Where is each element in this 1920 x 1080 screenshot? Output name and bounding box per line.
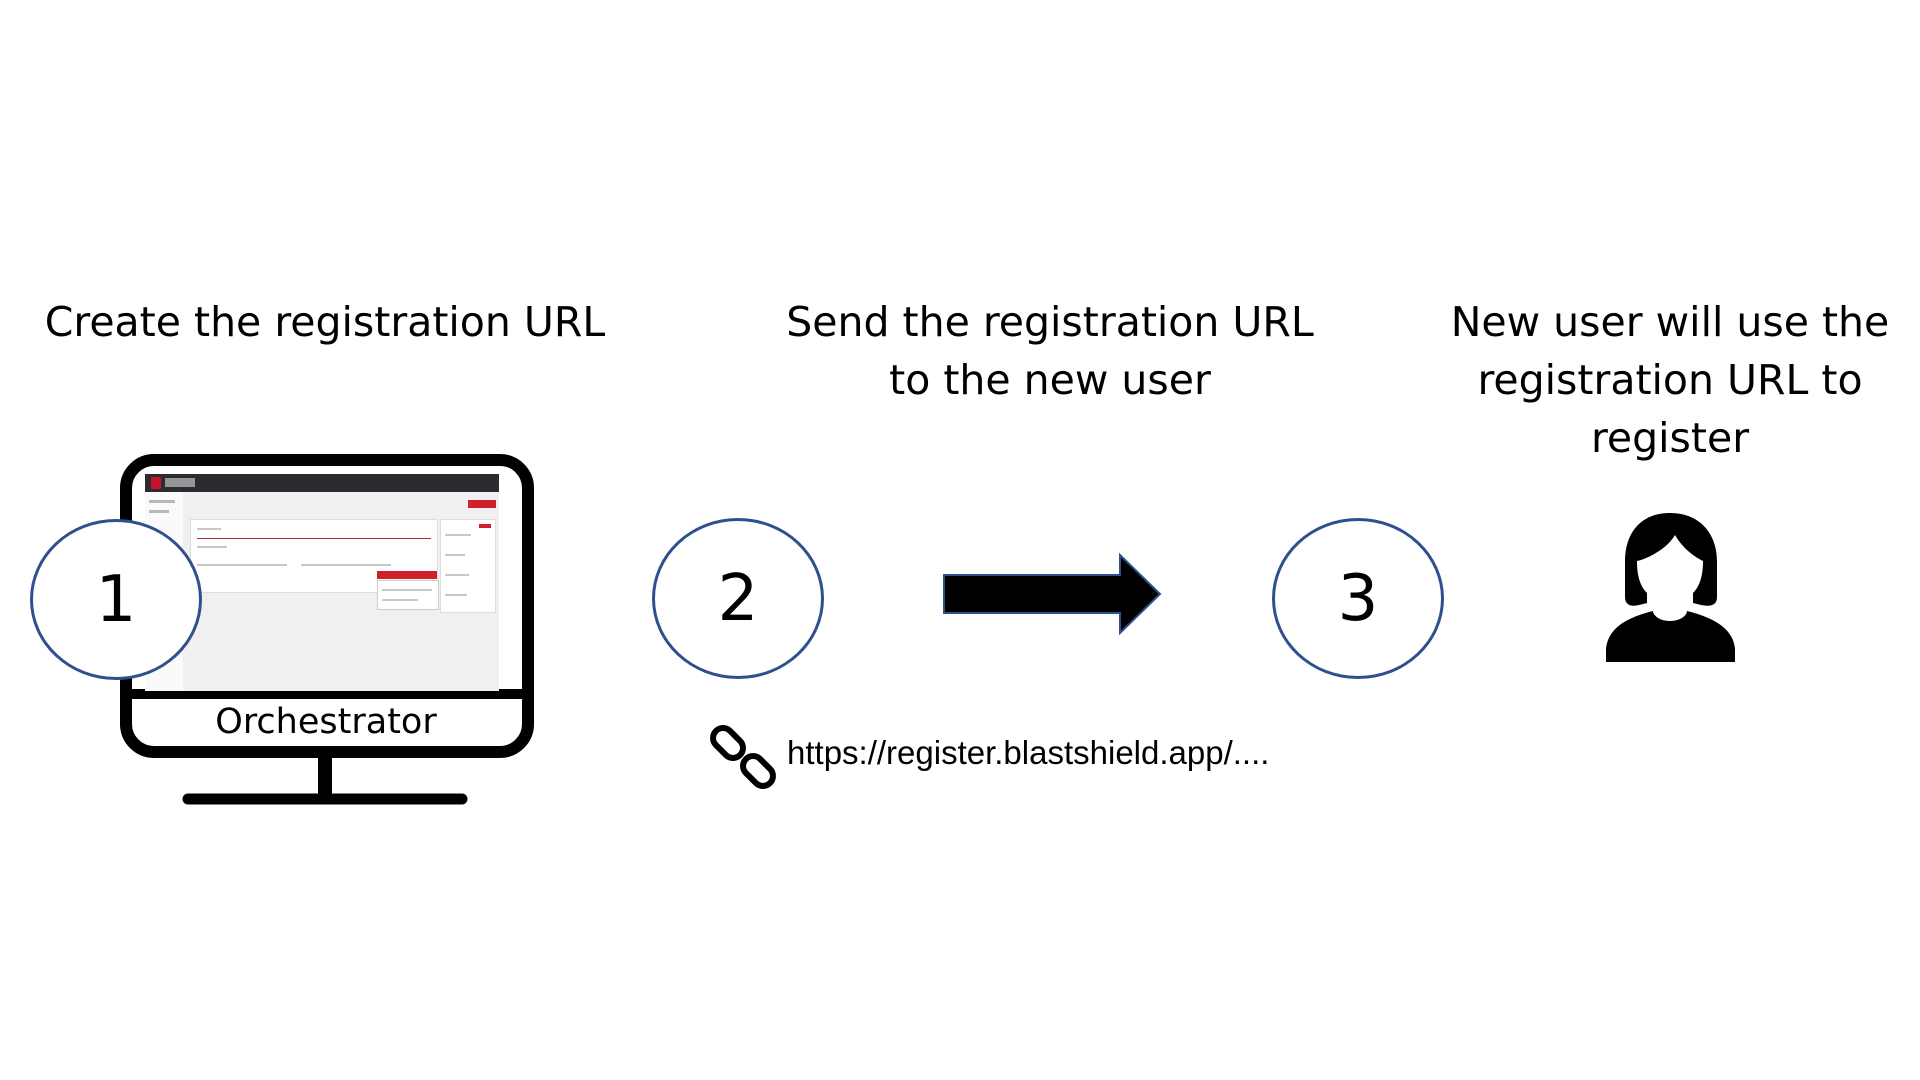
- screen-menu-header: [377, 571, 437, 579]
- arrow-right-icon: [943, 553, 1162, 635]
- screen-topbar: [145, 474, 499, 492]
- step-3-caption: New user will use the registration URL t…: [1450, 298, 1890, 462]
- app-logo-icon: [151, 477, 161, 489]
- monitor-label: Orchestrator: [215, 702, 437, 742]
- step-1-caption: Create the registration URL: [44, 298, 606, 346]
- step-3-circle: 3: [1272, 518, 1444, 679]
- link-chain-icon: [710, 725, 776, 789]
- app-logo-wordmark: [165, 478, 195, 487]
- screen-details-panel: [440, 519, 496, 613]
- screen-dropdown-menu: [377, 580, 439, 610]
- registration-url: https://register.blastshield.app/....: [787, 734, 1270, 771]
- step-2-caption: Send the registration URL to the new use…: [786, 298, 1314, 404]
- screen-red-button: [468, 500, 496, 508]
- step-1-circle: 1: [30, 519, 202, 680]
- user-icon: [1606, 513, 1735, 662]
- step-2-circle: 2: [652, 518, 824, 679]
